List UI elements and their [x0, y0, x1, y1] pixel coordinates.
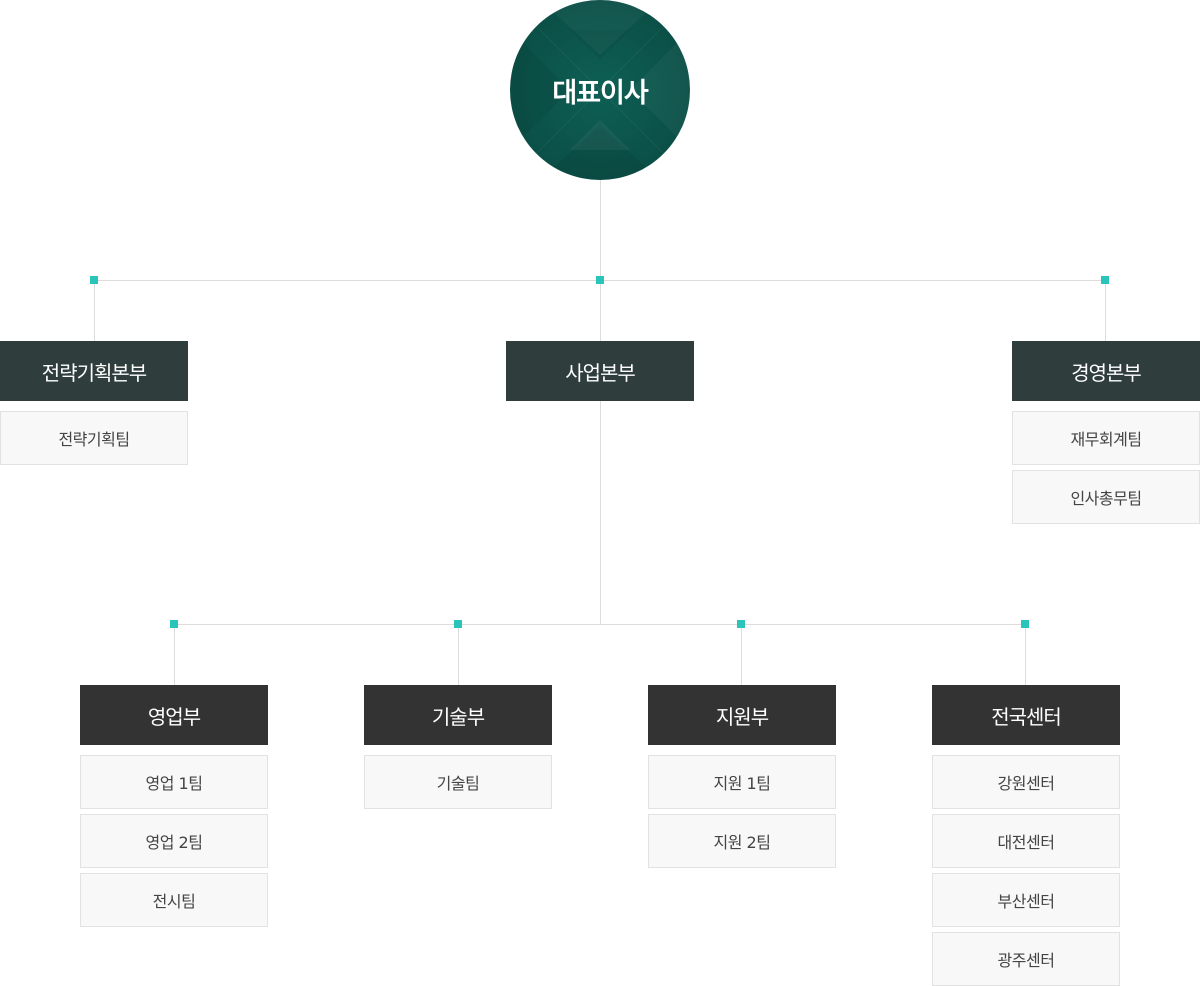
- hq-management: 경영본부: [1012, 341, 1200, 401]
- team-finance-accounting: 재무회계팀: [1012, 411, 1200, 465]
- team-support-1: 지원 1팀: [648, 755, 836, 809]
- bottom-horizontal-line: [174, 624, 1025, 625]
- hq-business: 사업본부: [506, 341, 694, 401]
- dept-national-connector-line: [1025, 624, 1026, 685]
- connector-dot: [596, 276, 604, 284]
- center-busan: 부산센터: [932, 873, 1120, 927]
- center-gwangju: 광주센터: [932, 932, 1120, 986]
- ceo-node: 대표이사: [510, 0, 690, 180]
- team-hr-general-affairs: 인사총무팀: [1012, 470, 1200, 524]
- ceo-connector-line: [600, 180, 601, 280]
- hq-left-connector-line: [94, 280, 95, 341]
- dept-sales: 영업부: [80, 685, 268, 745]
- ceo-geometric-pattern: [510, 0, 690, 180]
- hq-strategy-planning: 전략기획본부: [0, 341, 188, 401]
- connector-dot: [170, 620, 178, 628]
- team-technology: 기술팀: [364, 755, 552, 809]
- dept-tech-connector-line: [458, 624, 459, 685]
- dept-support-connector-line: [741, 624, 742, 685]
- ceo-label: 대표이사: [552, 77, 648, 109]
- dept-sales-connector-line: [174, 624, 175, 685]
- team-sales-2: 영업 2팀: [80, 814, 268, 868]
- hq-right-connector-line: [1105, 280, 1106, 341]
- connector-dot: [1101, 276, 1109, 284]
- connector-dot: [1021, 620, 1029, 628]
- center-daejeon: 대전센터: [932, 814, 1120, 868]
- team-exhibition: 전시팀: [80, 873, 268, 927]
- business-hq-down-line: [600, 401, 601, 624]
- team-sales-1: 영업 1팀: [80, 755, 268, 809]
- connector-dot: [454, 620, 462, 628]
- dept-technology: 기술부: [364, 685, 552, 745]
- dept-national-centers: 전국센터: [932, 685, 1120, 745]
- connector-dot: [90, 276, 98, 284]
- connector-dot: [737, 620, 745, 628]
- team-strategy-planning: 전략기획팀: [0, 411, 188, 465]
- dept-support: 지원부: [648, 685, 836, 745]
- hq-center-connector-line: [600, 280, 601, 341]
- team-support-2: 지원 2팀: [648, 814, 836, 868]
- center-gangwon: 강원센터: [932, 755, 1120, 809]
